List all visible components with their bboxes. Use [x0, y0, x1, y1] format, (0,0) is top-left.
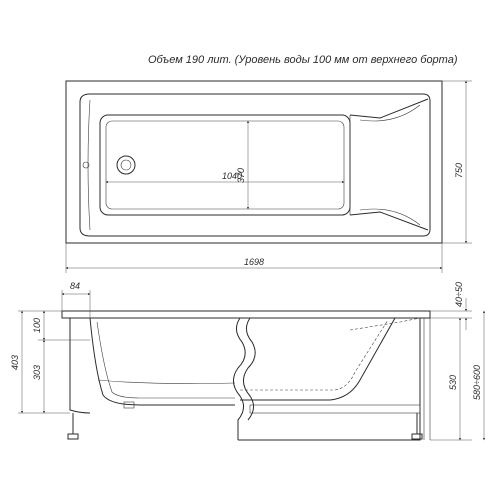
dim-total-width: 750 — [454, 163, 464, 178]
tub-bottom-curve — [97, 379, 236, 384]
dim-foot-range: 580÷600 — [472, 365, 482, 400]
drain-fitting-icon — [123, 401, 135, 409]
panel-strip — [249, 404, 421, 414]
tub-inner-profile — [96, 321, 235, 399]
break-line-2 — [243, 317, 256, 421]
dim-rim: 100 — [32, 318, 42, 333]
foot-left — [67, 413, 79, 440]
foot-right — [411, 413, 423, 440]
side-view: 84 403 100 303 40÷50 530 580÷600 — [10, 281, 486, 441]
top-view: 370 1040 750 1698 — [65, 80, 472, 273]
tub-outer-rim — [65, 80, 443, 244]
break-line — [233, 317, 246, 440]
tub-inner-basin — [79, 93, 431, 237]
volume-caption: Объем 190 лит. (Уровень воды 100 мм от в… — [148, 54, 458, 66]
dim-drain-offset: 84 — [70, 281, 80, 291]
dim-bottom: 303 — [32, 365, 42, 380]
tub-bottom — [99, 114, 351, 216]
tub-right-profile — [240, 317, 396, 401]
tub-backrest-2 — [349, 211, 429, 231]
tub-right-inner — [240, 319, 389, 391]
overflow-icon — [82, 161, 90, 169]
dim-depth: 403 — [10, 355, 20, 370]
tub-rim-side — [61, 310, 431, 319]
drain-icon — [116, 155, 136, 175]
dim-panel-gap: 40÷50 — [454, 282, 464, 307]
tub-bottom-inner — [105, 120, 345, 210]
tub-backrest-3 — [359, 104, 421, 122]
dim-inner-length: 1040 — [222, 171, 242, 181]
front-panel — [238, 318, 421, 441]
dim-total-length: 1698 — [244, 257, 264, 267]
dim-inner-width: 370 — [236, 168, 246, 183]
tub-body-profile — [69, 317, 235, 414]
tub-left-wall — [87, 99, 91, 231]
dim-panel-height: 530 — [448, 375, 458, 390]
drain-inner-icon — [120, 159, 132, 171]
tub-backrest — [349, 98, 429, 119]
tub-backrest-4 — [359, 208, 421, 226]
tub-backrest-dashed — [349, 317, 421, 331]
